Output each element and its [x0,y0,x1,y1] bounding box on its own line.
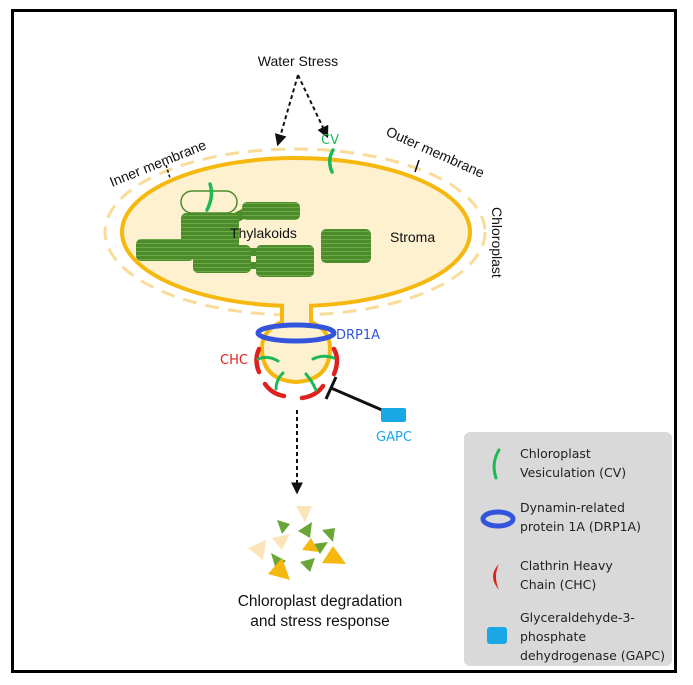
outer-membrane-pointer [414,159,420,173]
thylakoids-label: Thylakoids [230,225,297,241]
debris-fragment [300,558,315,572]
cv-on-thylakoid-icon [205,182,214,212]
thylakoid-granum [242,202,300,220]
debris-fragment [302,538,319,552]
debris-fragment [298,522,312,538]
stroma-label: Stroma [390,229,435,245]
debris-fragment [296,506,312,522]
debris-fragment [322,546,346,564]
debris-fragment [248,540,266,560]
cv-on-vesicle [256,354,336,392]
debris-fragment [322,528,335,542]
thylakoid-granum [256,245,314,277]
thylakoid-granum [321,229,371,263]
thylakoid-granum [193,245,251,273]
drp1a-ring-icon [255,322,337,344]
chloroplast-label: Chloroplast [489,207,505,278]
thylakoid-granum [136,239,194,261]
chc-crescents [254,346,340,401]
thylakoid-stacks [136,202,371,277]
outer-membrane [103,147,487,317]
gapc-rect-icon [487,627,507,644]
legend-label-drp1a: Dynamin-related protein 1A (DRP1A) [520,500,641,534]
cv-protein-icon [328,148,335,174]
legend-label-gapc: Glyceraldehyde-3- phosphate dehydrogenas… [520,610,666,663]
debris-fragment [277,520,290,534]
gapc-inhibition-line [330,386,383,412]
stress-arrow-right [297,74,329,139]
debris-fragment [272,534,290,550]
drp1a-label: DRP1A [336,328,380,343]
inhibition-bar [324,376,338,400]
legend-label-chc: Clathrin Heavy Chain (CHC) [520,558,613,592]
figure-frame [11,9,677,673]
chc-label: CHC [220,353,248,368]
debris-fragment [313,542,328,554]
water-stress-label: Water Stress [258,53,338,69]
inner-membrane-pointer [165,164,171,179]
legend-panel: Chloroplast Vesiculation (CV) Dynamin-re… [464,432,672,666]
debris-fragment [271,553,286,570]
degradation-debris [248,506,346,580]
cv-arc-icon [492,448,501,480]
gapc-protein-icon [381,408,406,422]
thylakoid-granum [181,213,239,255]
legend-label-cv: Chloroplast Vesiculation (CV) [520,446,627,480]
debris-fragment [268,558,290,580]
chc-crescent-icon [493,564,499,590]
outcome-caption: Chloroplast degradation and stress respo… [237,593,403,630]
drp1a-ring-icon [480,509,516,529]
neck-fill [284,300,309,312]
stress-arrow-left [274,74,299,147]
gapc-label: GAPC [376,430,412,445]
cv-label: CV [321,133,339,148]
